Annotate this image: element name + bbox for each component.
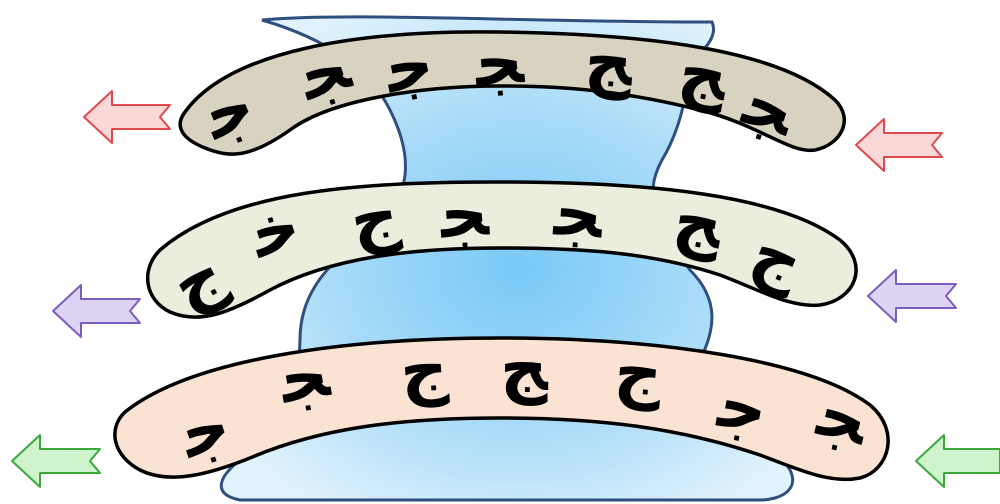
letter: ﺠ xyxy=(551,173,606,253)
letter: ج xyxy=(612,332,667,413)
letter: ﺞ xyxy=(500,329,549,406)
arrow-left-icon xyxy=(53,285,140,337)
letter: ﺠ xyxy=(437,173,492,253)
arrow-left-icon xyxy=(12,435,100,487)
arrow-left-icon xyxy=(916,435,1000,487)
letter: ﺞ xyxy=(582,21,636,101)
arrow-left-icon xyxy=(856,119,942,171)
arrow-left-icon xyxy=(84,91,170,143)
letter: ﺠ xyxy=(471,21,528,102)
arrow-left-icon xyxy=(868,270,956,322)
letter: ج xyxy=(397,329,450,409)
